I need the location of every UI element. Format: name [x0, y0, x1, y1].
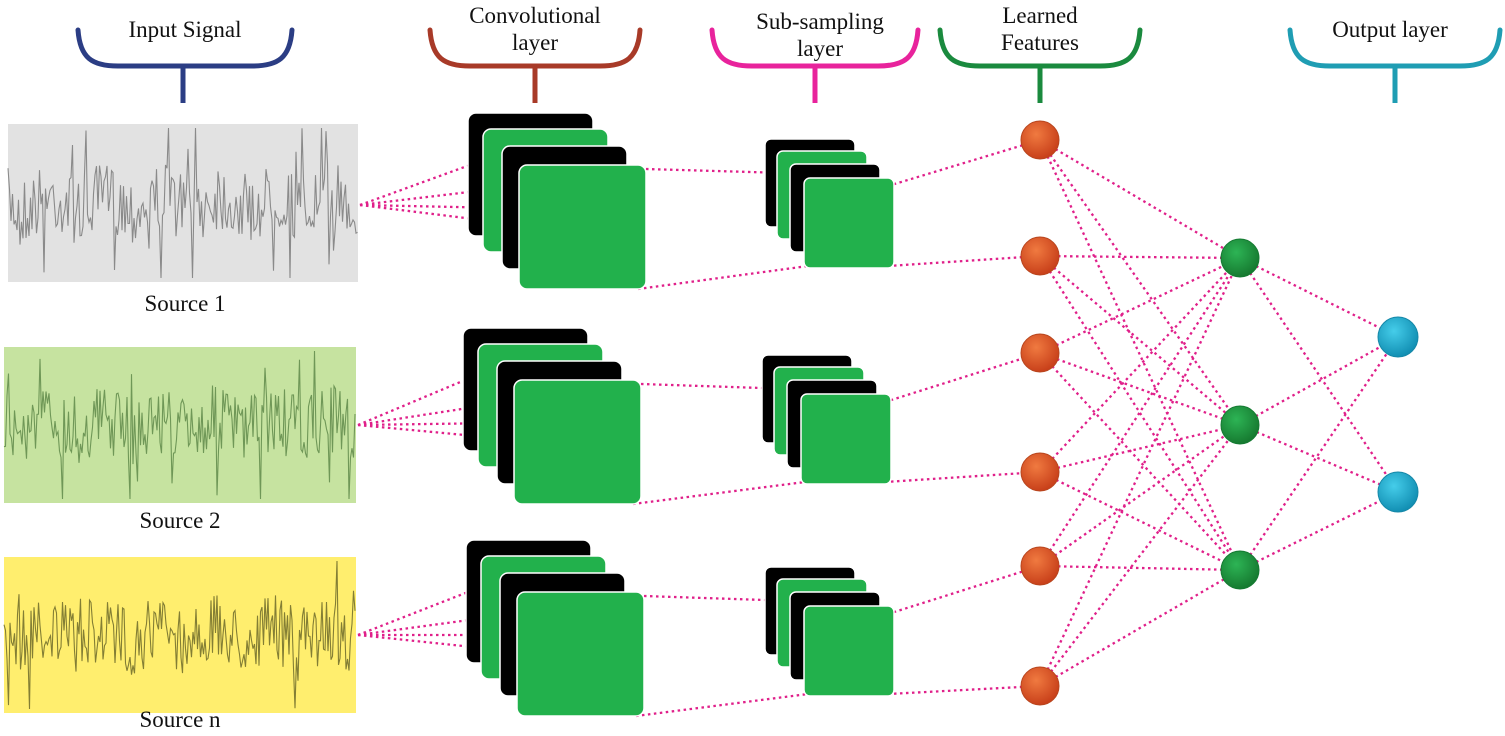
feature-1-to-hidden-1-link [1039, 139, 1241, 259]
header-convolutional-line1: Convolutional [469, 3, 601, 28]
source-2-waveform [3, 350, 356, 500]
sub-to-feature-top-2 [884, 351, 1041, 404]
conv-map-3-4 [516, 591, 645, 717]
header-subsampling-layer: Sub-sampling layer [720, 8, 920, 62]
sub-to-feature-top-3 [887, 564, 1041, 616]
feature-3-to-hidden-3-link [1039, 352, 1241, 571]
feature-4-to-hidden-2-link [1039, 423, 1241, 474]
header-learned-features: Learned Features [950, 2, 1130, 56]
conv-map-1-4 [518, 164, 647, 290]
conv-to-sub-bottom-1 [637, 264, 809, 291]
signal-2-to-conv-link-1 [357, 378, 466, 427]
network-nodes [1020, 120, 1419, 706]
header-learned-line2: Features [1001, 30, 1079, 55]
sub-to-feature-bottom-2 [884, 470, 1041, 484]
hidden-node-1 [1220, 238, 1260, 278]
subsample-map-1-4 [803, 177, 895, 269]
output-node-2 [1377, 471, 1419, 513]
conv-to-sub-bottom-3 [635, 692, 809, 718]
signal-3-to-conv-link-2 [357, 616, 485, 637]
hidden-2-to-output-2-link [1239, 423, 1399, 494]
output-node-1 [1377, 316, 1419, 358]
feature-2-to-hidden-3-link [1039, 255, 1241, 571]
subsample-map-3-4 [803, 605, 895, 697]
feature-2-to-hidden-1-link [1039, 254, 1241, 260]
source-1-waveform [7, 127, 358, 279]
sub-to-feature-bottom-1 [887, 254, 1041, 268]
hidden-node-2 [1220, 405, 1260, 445]
header-subsampling-line2: layer [797, 36, 843, 61]
feature-5-to-hidden-3-link [1039, 564, 1241, 572]
hidden-3-to-output-1-link [1239, 336, 1399, 571]
hidden-2-to-output-1-link [1239, 335, 1399, 427]
feature-6-to-hidden-1-link [1038, 257, 1242, 687]
input-signals [3, 124, 358, 713]
feature-6-to-hidden-3-link [1039, 569, 1241, 687]
learned-feature-node-3 [1020, 333, 1060, 373]
source-2-signal-box [4, 347, 356, 503]
header-convolutional-line2: layer [512, 30, 558, 55]
learned-feature-node-4 [1020, 452, 1060, 492]
header-learned-line1: Learned [1002, 3, 1078, 28]
hidden-node-3 [1220, 550, 1260, 590]
signal-1-to-conv-link-1 [359, 163, 471, 207]
feature-4-to-hidden-3-link [1039, 470, 1241, 572]
learned-feature-node-6 [1020, 666, 1060, 706]
feature-5-to-hidden-1-link [1039, 257, 1241, 567]
header-input-signal: Input Signal [128, 17, 242, 42]
subsample-map-2-4 [800, 393, 892, 485]
feature-3-to-hidden-1-link [1039, 256, 1241, 355]
feature-5-to-hidden-2-link [1039, 424, 1241, 567]
learned-feature-node-1 [1020, 120, 1060, 160]
source-3-waveform [3, 560, 356, 710]
sub-to-feature-bottom-3 [887, 684, 1041, 696]
feature-4-to-hidden-1-link [1039, 257, 1241, 473]
conv-map-2-4 [513, 379, 642, 505]
hidden-1-to-output-2-link [1239, 257, 1399, 493]
header-output-layer: Output layer [1332, 17, 1448, 42]
source-2-label: Source 2 [139, 508, 221, 533]
hidden-3-to-output-2-link [1239, 490, 1399, 572]
learned-feature-node-2 [1020, 236, 1060, 276]
learned-feature-node-5 [1020, 546, 1060, 586]
source-n-label: Source n [139, 707, 221, 732]
feature-2-to-hidden-2-link [1039, 255, 1241, 426]
signal-2-to-conv-link-2 [357, 404, 482, 427]
header-subsampling-line1: Sub-sampling [756, 9, 884, 34]
feature-maps [462, 112, 895, 717]
hidden-1-to-output-1-link [1239, 256, 1399, 339]
feature-1-to-hidden-2-link [1039, 139, 1241, 426]
sub-to-feature-top-1 [887, 138, 1041, 188]
source-1-label: Source 1 [144, 291, 226, 316]
conv-to-sub-bottom-2 [632, 480, 806, 506]
header-brackets [75, 27, 1503, 103]
feature-6-to-hidden-2-link [1039, 424, 1241, 687]
header-convolutional-layer: Convolutional layer [430, 2, 640, 56]
signal-3-to-conv-link-1 [357, 590, 469, 637]
feature-1-to-hidden-3-link [1038, 139, 1242, 571]
